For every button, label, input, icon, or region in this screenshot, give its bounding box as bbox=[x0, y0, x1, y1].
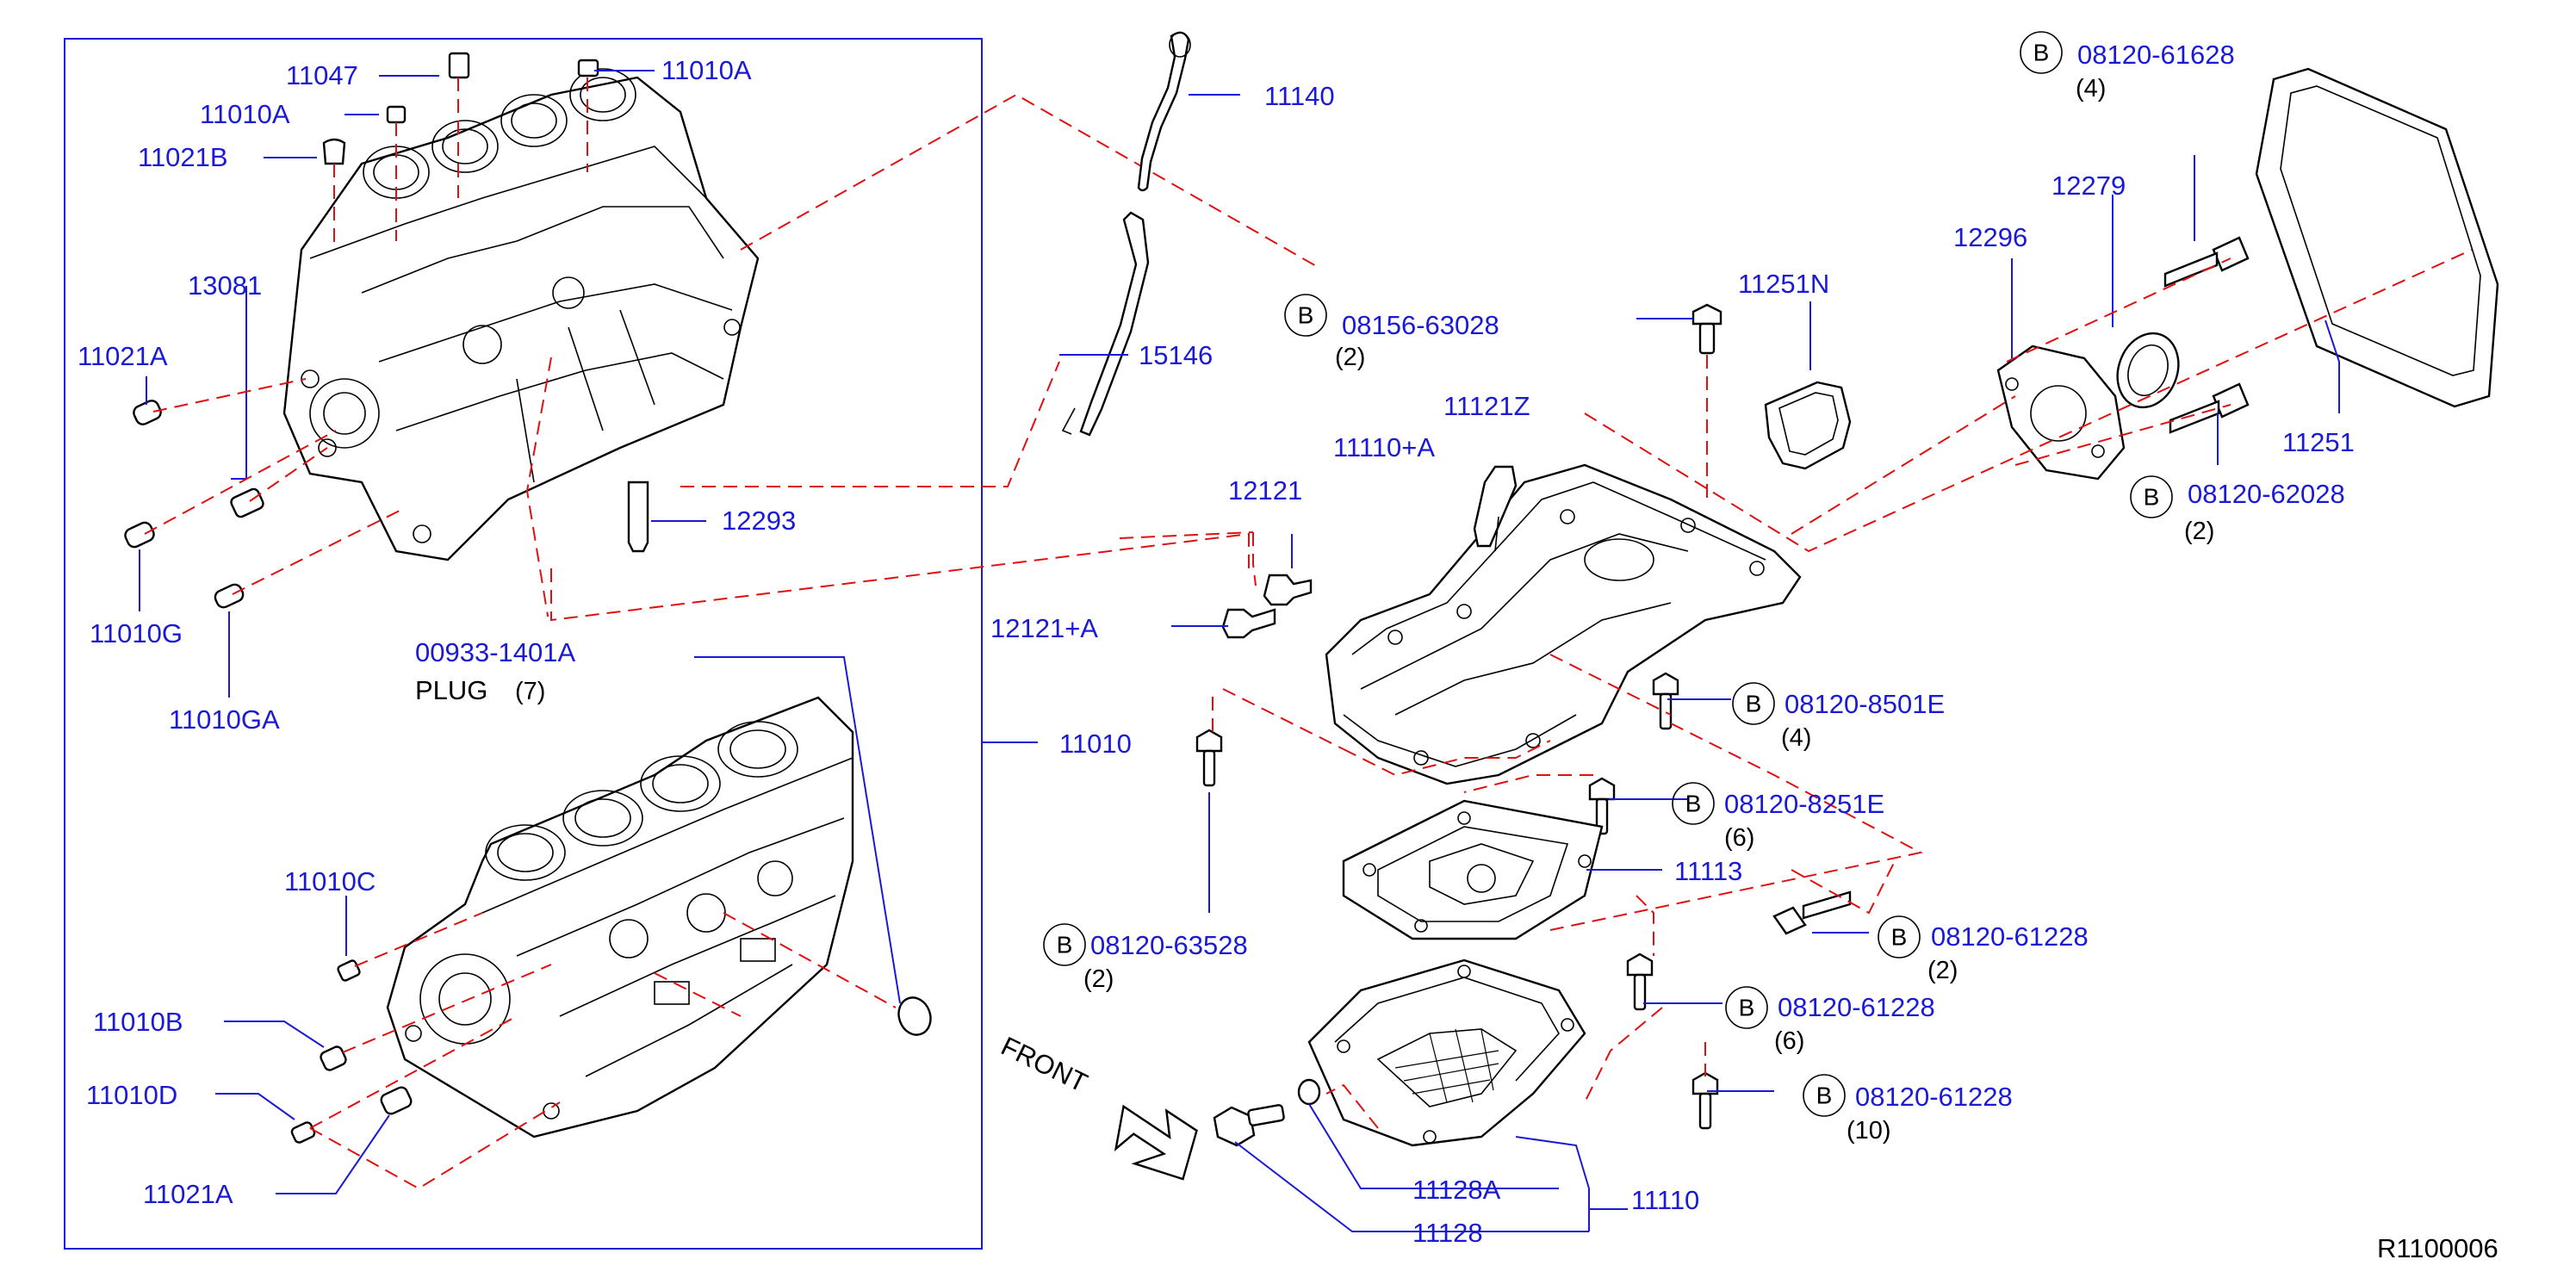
rear-oil-seal-retainer-gasket-illustration bbox=[2255, 67, 2499, 408]
part-label-11010a-top[interactable]: 11010A bbox=[661, 55, 752, 85]
circle-b-letter: B bbox=[1057, 932, 1073, 958]
dashed-guide-lines-rear bbox=[1584, 249, 2473, 553]
part-label-11113[interactable]: 11113 bbox=[1674, 856, 1742, 886]
part-label-11010ga[interactable]: 11010GA bbox=[169, 704, 280, 735]
front-arrow-icon bbox=[1114, 1104, 1198, 1181]
part-label-00933-1401a[interactable]: 00933-1401A bbox=[415, 637, 575, 667]
part-label-11110[interactable]: 11110 bbox=[1631, 1185, 1699, 1215]
part-label-11021a-top[interactable]: 11021A bbox=[78, 341, 168, 371]
circle-b-letter: B bbox=[1298, 302, 1314, 329]
quantity-08120-62028: (2) bbox=[2184, 518, 2214, 545]
part-label-12121[interactable]: 12121 bbox=[1228, 475, 1302, 506]
part-label-08120-8501e[interactable]: 08120-8501E bbox=[1785, 689, 1945, 719]
plug-label: PLUG bbox=[415, 675, 487, 705]
cylinder-block-frame bbox=[64, 38, 983, 1250]
leader-lines-lower-left bbox=[215, 896, 390, 1194]
bolts-rear-retainer bbox=[2163, 236, 2250, 434]
oil-pan-lower-illustration bbox=[1307, 958, 1586, 1147]
part-label-11128[interactable]: 11128 bbox=[1412, 1218, 1483, 1248]
part-label-11251n[interactable]: 11251N bbox=[1738, 269, 1829, 299]
part-label-08120-63528[interactable]: 08120-63528 bbox=[1090, 930, 1248, 960]
quantity-08156-63028: (2) bbox=[1335, 344, 1365, 371]
plug-quantity: (7) bbox=[515, 678, 545, 705]
baffle-plate-illustration bbox=[1342, 799, 1604, 940]
bolt-top-center bbox=[1691, 303, 1723, 355]
circle-b-letter: B bbox=[1816, 1083, 1833, 1109]
part-label-11010b[interactable]: 11010B bbox=[93, 1007, 183, 1037]
part-label-11010c[interactable]: 11010C bbox=[284, 866, 376, 896]
dashed-guide-lines-upper-left bbox=[144, 78, 1319, 622]
part-label-11010d[interactable]: 11010D bbox=[86, 1080, 177, 1110]
part-label-11010[interactable]: 11010 bbox=[1059, 729, 1132, 759]
part-label-08120-62028[interactable]: 08120-62028 bbox=[2188, 479, 2345, 509]
part-label-11010a-mid[interactable]: 11010A bbox=[200, 99, 290, 129]
circle-b-letter: B bbox=[1685, 791, 1702, 817]
part-label-08120-61228-b[interactable]: 08120-61228 bbox=[1778, 992, 1935, 1022]
circle-b-markers bbox=[1043, 31, 2173, 1117]
circle-b-letter: B bbox=[1746, 691, 1762, 717]
oil-level-gauge-illustration bbox=[1061, 31, 1191, 437]
part-label-11251[interactable]: 11251 bbox=[2282, 427, 2355, 457]
rear-oil-seal-illustration bbox=[2116, 332, 2180, 409]
part-label-08120-8251e[interactable]: 08120-8251E bbox=[1724, 789, 1884, 819]
quantity-08120-8251e: (6) bbox=[1724, 824, 1754, 852]
gasket-11251n-illustration bbox=[1764, 381, 1852, 470]
oil-strainer-illustration bbox=[1473, 465, 1518, 552]
plug-parts-lower bbox=[290, 959, 932, 1144]
part-label-08120-61628[interactable]: 08120-61628 bbox=[2077, 40, 2235, 70]
quantity-08120-63528: (2) bbox=[1083, 965, 1114, 993]
dashed-guide-lines-oil-pan bbox=[1212, 654, 1923, 956]
circle-b-letter: B bbox=[2144, 484, 2160, 511]
part-label-08120-61228-c[interactable]: 08120-61228 bbox=[1855, 1082, 2013, 1112]
part-label-11140[interactable]: 11140 bbox=[1264, 81, 1335, 111]
circle-b-letter: B bbox=[2033, 40, 2050, 66]
quantity-08120-61228-c: (10) bbox=[1847, 1117, 1891, 1145]
part-label-11110-plus-a[interactable]: 11110+A bbox=[1333, 432, 1435, 462]
part-label-11010g[interactable]: 11010G bbox=[90, 618, 183, 648]
cylinder-block-upper-illustration bbox=[282, 68, 760, 561]
oil-pressure-switch-illustration bbox=[1221, 574, 1313, 639]
part-label-11021a-bottom[interactable]: 11021A bbox=[143, 1179, 233, 1209]
bolts-oil-pan-upper bbox=[1195, 672, 1679, 835]
oil-pan-upper-illustration bbox=[1325, 463, 1802, 785]
part-label-12121-plus-a[interactable]: 12121+A bbox=[990, 613, 1098, 643]
rear-oil-seal-retainer-illustration bbox=[1996, 344, 2126, 481]
part-label-11021b[interactable]: 11021B bbox=[138, 142, 228, 172]
cylinder-block-lower-illustration bbox=[386, 696, 854, 1138]
drain-plug-illustration bbox=[1213, 1078, 1321, 1147]
part-label-08156-63028[interactable]: 08156-63028 bbox=[1342, 310, 1499, 340]
dashed-guide-lines-lower-left bbox=[309, 912, 897, 1190]
part-label-11121z[interactable]: 11121Z bbox=[1443, 391, 1530, 421]
part-label-12293[interactable]: 12293 bbox=[722, 506, 796, 536]
quantity-08120-8501e: (4) bbox=[1781, 724, 1811, 752]
front-label: FRONT bbox=[996, 1031, 1092, 1098]
figure-code: R1100006 bbox=[2377, 1233, 2498, 1263]
part-label-12279[interactable]: 12279 bbox=[2051, 171, 2126, 201]
part-label-12296[interactable]: 12296 bbox=[1953, 222, 2027, 252]
part-label-13081[interactable]: 13081 bbox=[188, 270, 262, 301]
part-label-08120-61228-a[interactable]: 08120-61228 bbox=[1931, 921, 2089, 952]
circle-b-letter: B bbox=[1891, 924, 1908, 951]
part-label-11128a[interactable]: 11128A bbox=[1412, 1175, 1501, 1205]
part-label-15146[interactable]: 15146 bbox=[1139, 340, 1213, 370]
plug-parts-upper bbox=[124, 52, 649, 609]
quantity-08120-61228-b: (6) bbox=[1774, 1027, 1804, 1055]
circle-b-letter: B bbox=[1739, 995, 1755, 1021]
quantity-08120-61228-a: (2) bbox=[1927, 957, 1958, 984]
part-label-11047[interactable]: 11047 bbox=[286, 60, 358, 90]
quantity-08120-61628: (4) bbox=[2076, 75, 2106, 102]
bolts-baffle bbox=[1626, 890, 1852, 1130]
